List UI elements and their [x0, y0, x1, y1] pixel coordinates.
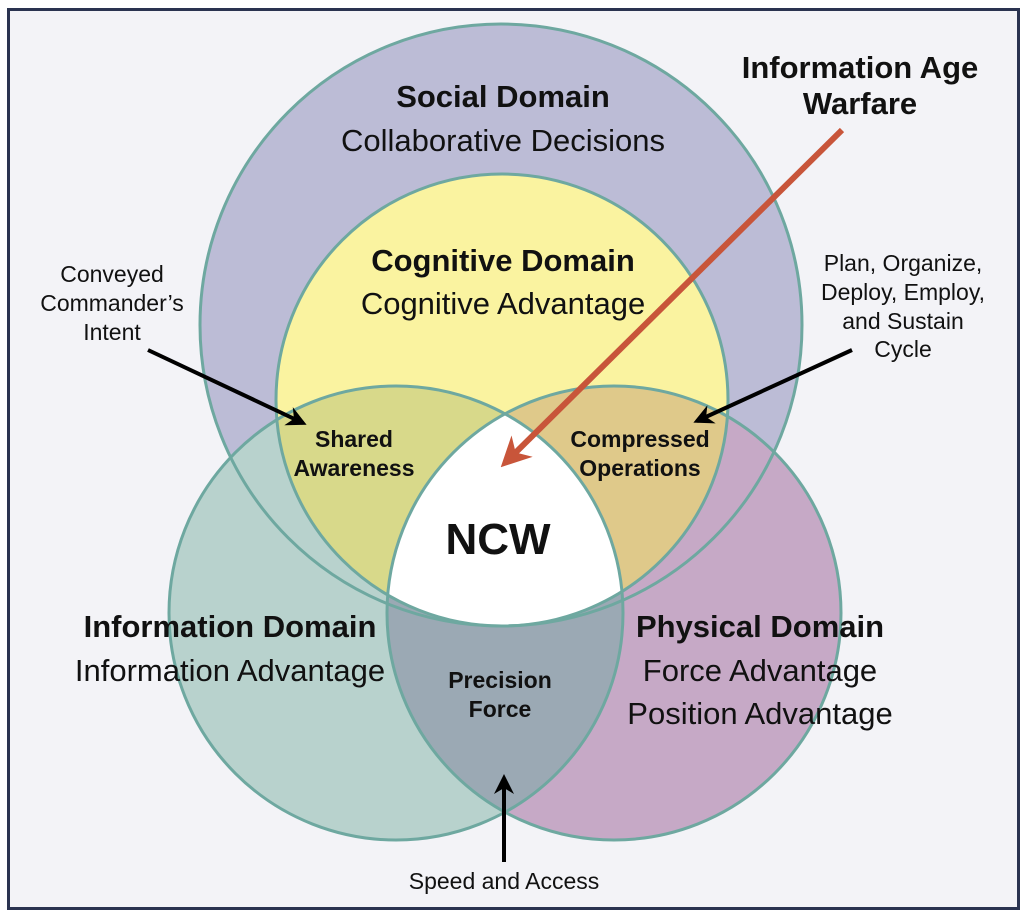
cognitive-domain-outline	[274, 172, 730, 628]
compressed-operations-label-2: Operations	[579, 455, 700, 481]
physical-domain-outline	[385, 384, 843, 842]
commanders-intent-arrow	[147, 348, 307, 426]
cycle-label-3: and Sustain	[842, 308, 963, 334]
cognitive-domain-subtitle: Cognitive Advantage	[361, 286, 645, 321]
speed-access-label: Speed and Access	[409, 868, 600, 894]
commanders-intent-label-3: Intent	[83, 319, 141, 345]
shared-awareness-label-1: Shared	[315, 426, 393, 452]
cycle-arrow	[693, 348, 853, 424]
information-domain-outline	[167, 384, 625, 842]
precision-force-label-2: Force	[469, 696, 532, 722]
commanders-intent-label-2: Commander’s	[40, 290, 184, 316]
cycle-label-1: Plan, Organize,	[824, 250, 983, 276]
compressed-operations-label-1: Compressed	[570, 426, 709, 452]
physical-domain-subtitle-1: Force Advantage	[643, 653, 877, 688]
info-age-warfare-label-1: Information Age	[742, 50, 979, 85]
physical-domain-title: Physical Domain	[636, 609, 884, 644]
info-age-warfare-arrow	[500, 127, 845, 468]
cognitive-domain-title: Cognitive Domain	[371, 243, 635, 278]
cycle-label-4: Cycle	[874, 336, 932, 362]
info-age-warfare-label-2: Warfare	[803, 86, 917, 121]
ncw-label: NCW	[445, 515, 551, 564]
information-domain-title: Information Domain	[84, 609, 377, 644]
social-domain-title: Social Domain	[396, 79, 610, 114]
precision-force-label-1: Precision	[448, 667, 552, 693]
information-domain-subtitle: Information Advantage	[75, 653, 385, 688]
physical-domain-subtitle-2: Position Advantage	[627, 696, 892, 731]
cycle-label-2: Deploy, Employ,	[821, 279, 985, 305]
shared-awareness-label-2: Awareness	[293, 455, 414, 481]
commanders-intent-label-1: Conveyed	[60, 261, 164, 287]
social-domain-subtitle: Collaborative Decisions	[341, 123, 665, 158]
